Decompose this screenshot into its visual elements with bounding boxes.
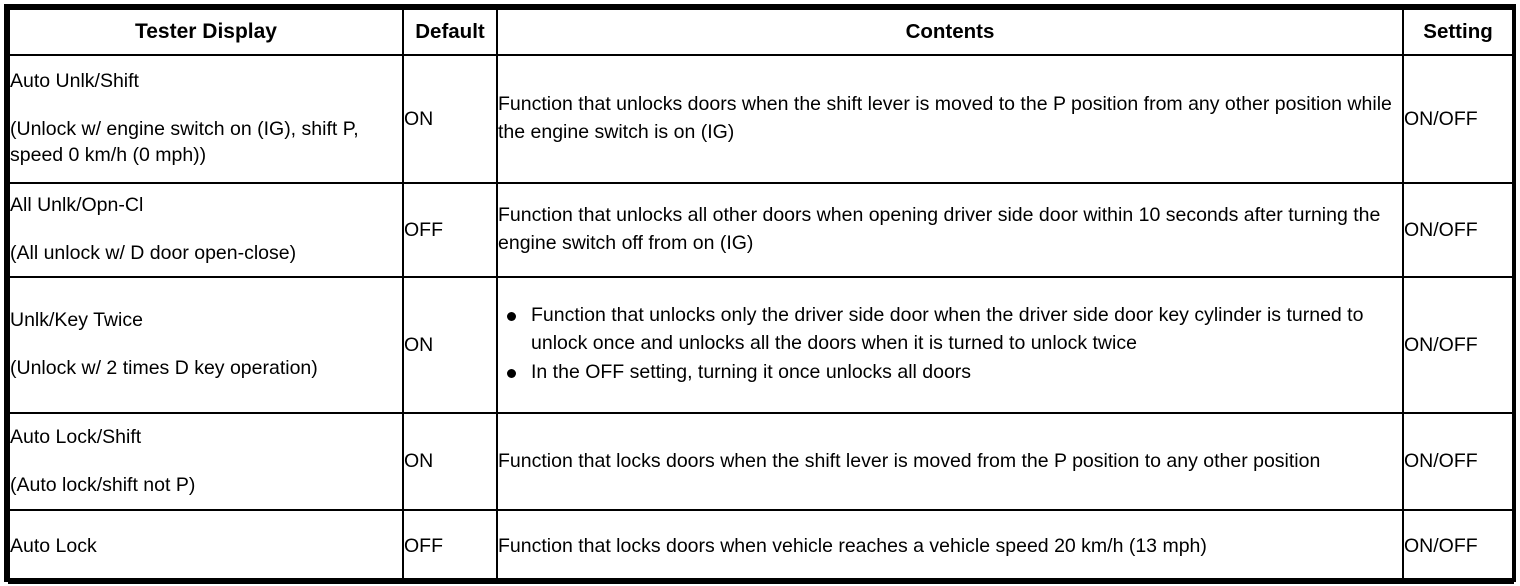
table-row: All Unlk/Opn-Cl (All unlock w/ D door op… bbox=[8, 182, 1514, 278]
cell-default-value: ON bbox=[402, 276, 498, 414]
table-row: Auto Lock/Shift (Auto lock/shift not P) … bbox=[8, 412, 1514, 511]
table-row: Auto Unlk/Shift (Unlock w/ engine switch… bbox=[8, 54, 1514, 184]
cell-setting-value: ON/OFF bbox=[1402, 509, 1514, 584]
tester-display-description: (Unlock w/ engine switch on (IG), shift … bbox=[10, 118, 359, 166]
list-item: In the OFF setting, turning it once unlo… bbox=[498, 359, 1402, 387]
column-header-default: Default bbox=[402, 8, 498, 56]
tester-display-description: (Unlock w/ 2 times D key operation) bbox=[10, 357, 318, 379]
column-header-tester-display: Tester Display bbox=[8, 8, 404, 56]
column-header-setting: Setting bbox=[1402, 8, 1514, 56]
cell-tester-display: All Unlk/Opn-Cl (All unlock w/ D door op… bbox=[8, 182, 404, 278]
tester-display-description: (Auto lock/shift not P) bbox=[10, 473, 196, 496]
list-item-text: In the OFF setting, turning it once unlo… bbox=[531, 360, 972, 383]
table-body: Auto Unlk/Shift (Unlock w/ engine switch… bbox=[8, 54, 1514, 584]
table-header: Tester Display Default Contents Setting bbox=[8, 8, 1514, 56]
cell-contents: Function that locks doors when vehicle r… bbox=[496, 509, 1404, 584]
tester-display-description: (All unlock w/ D door open-close) bbox=[10, 242, 297, 264]
cell-tester-display: Auto Lock bbox=[8, 509, 404, 584]
list-item: Function that unlocks only the driver si… bbox=[498, 302, 1402, 357]
cell-default-value: OFF bbox=[402, 182, 498, 278]
list-item-text: Function that unlocks only the driver si… bbox=[531, 304, 1364, 355]
cell-tester-display: Auto Lock/Shift (Auto lock/shift not P) bbox=[8, 412, 404, 511]
cell-default-value: OFF bbox=[402, 509, 498, 584]
table-row: Auto Lock OFF Function that locks doors … bbox=[8, 509, 1514, 584]
tester-display-name: Unlk/Key Twice bbox=[10, 309, 143, 332]
cell-contents: Function that unlocks only the driver si… bbox=[496, 276, 1404, 414]
cell-setting-value: ON/OFF bbox=[1402, 412, 1514, 511]
tester-display-name: Auto Lock/Shift bbox=[10, 425, 142, 448]
table-row: Unlk/Key Twice (Unlock w/ 2 times D key … bbox=[8, 276, 1514, 414]
cell-setting-value: ON/OFF bbox=[1402, 54, 1514, 184]
customize-parameters-table: Tester Display Default Contents Setting … bbox=[8, 8, 1514, 584]
tester-display-name: All Unlk/Opn-Cl bbox=[10, 194, 144, 217]
bullet-dot-icon bbox=[507, 312, 516, 322]
cell-contents: Function that locks doors when the shift… bbox=[496, 412, 1404, 511]
cell-tester-display: Unlk/Key Twice (Unlock w/ 2 times D key … bbox=[8, 276, 404, 414]
cell-tester-display: Auto Unlk/Shift (Unlock w/ engine switch… bbox=[8, 54, 404, 184]
cell-contents: Function that unlocks all other doors wh… bbox=[496, 182, 1404, 278]
tester-display-name: Auto Unlk/Shift bbox=[10, 70, 139, 93]
cell-contents: Function that unlocks doors when the shi… bbox=[496, 54, 1404, 184]
cell-default-value: ON bbox=[402, 54, 498, 184]
contents-bullet-list: Function that unlocks only the driver si… bbox=[498, 302, 1402, 386]
cell-default-value: ON bbox=[402, 412, 498, 511]
column-header-contents: Contents bbox=[496, 8, 1404, 56]
spec-table-container: Tester Display Default Contents Setting … bbox=[4, 4, 1516, 584]
table-header-row: Tester Display Default Contents Setting bbox=[8, 8, 1514, 56]
cell-setting-value: ON/OFF bbox=[1402, 182, 1514, 278]
tester-display-name: Auto Lock bbox=[10, 534, 97, 557]
bullet-dot-icon bbox=[507, 368, 516, 378]
cell-setting-value: ON/OFF bbox=[1402, 276, 1514, 414]
